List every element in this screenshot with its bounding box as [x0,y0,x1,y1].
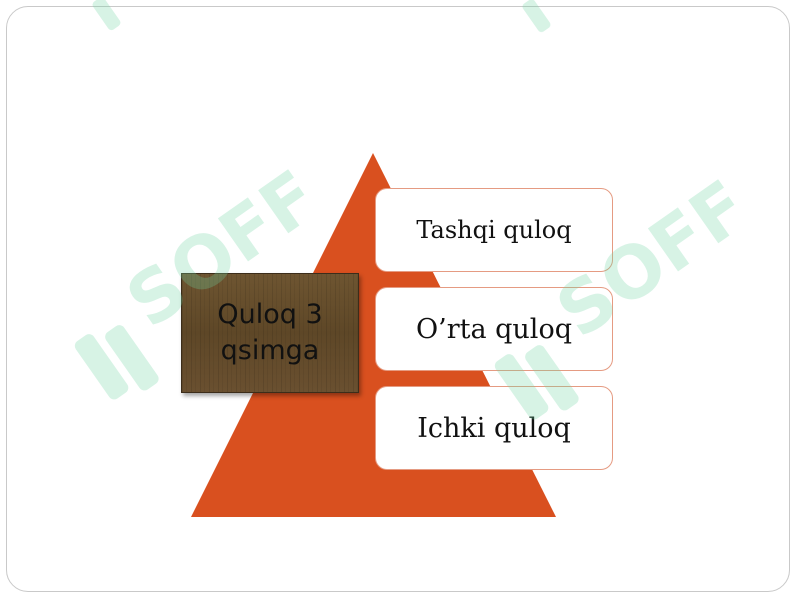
main-label-line-2: qsimga [220,335,320,366]
level-box-inner-ear: Ichki quloq [375,386,613,470]
level-label-middle-ear: O’rta quloq [415,313,572,345]
main-label-box: Quloq 3 qsimga [181,273,359,393]
level-box-middle-ear: O’rta quloq [375,287,613,371]
level-label-inner-ear: Ichki quloq [417,412,571,444]
level-label-outer-ear: Tashqi quloq [416,216,572,244]
main-label-line-1: Quloq 3 [217,299,323,330]
level-box-outer-ear: Tashqi quloq [375,188,613,272]
